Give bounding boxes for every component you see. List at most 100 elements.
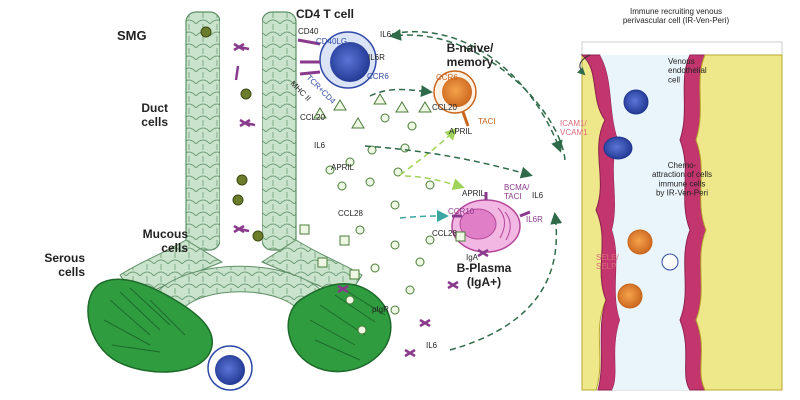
text-line: VCAM1 xyxy=(560,128,588,137)
text-line: attraction of cells xyxy=(652,170,712,179)
virus-icons xyxy=(200,26,264,242)
serous-acinus-right-lines xyxy=(309,289,386,361)
label-il6-bottom: IL6 xyxy=(426,341,438,350)
label-ccr10: CCR10 xyxy=(448,207,475,216)
t-cell-nucleus xyxy=(330,42,370,82)
arrow-il6-to-plasma xyxy=(364,145,533,179)
label-taci: TACI xyxy=(478,117,496,126)
text-line: ICAM1/ xyxy=(560,119,587,128)
b-naive-receptor xyxy=(461,111,470,127)
ccl28-squares xyxy=(299,224,466,280)
text-line: Immune recruiting venous xyxy=(630,7,722,16)
chemokine-molecules xyxy=(325,113,435,335)
label-cd40: CD40 xyxy=(298,27,319,36)
label-b-naive-title: B-naive/memory xyxy=(447,41,494,69)
label-ccl20-b: CCL20 xyxy=(432,103,457,112)
plasma-er xyxy=(497,207,511,241)
label-il6r-p: IL6R xyxy=(526,215,543,224)
b-naive-nucleus xyxy=(442,77,472,107)
text-line: Mucous xyxy=(143,227,189,241)
venous-vessel xyxy=(576,41,783,391)
b-naive-cell-icon xyxy=(617,283,643,309)
label-il6r-t: IL6R xyxy=(368,53,385,62)
plasma-nucleus xyxy=(459,208,497,240)
text-line: Serous xyxy=(44,251,85,265)
duct-wall-right xyxy=(261,11,297,251)
arrow-april-to-plasma xyxy=(404,175,465,190)
ccl20-triangles xyxy=(313,93,432,129)
label-april-mid: APRIL xyxy=(331,163,355,172)
arrow-april-to-bnaive xyxy=(399,127,458,176)
text-line: (IgA+) xyxy=(467,275,501,289)
label-cd40lg: CD40LG xyxy=(316,37,347,46)
label-pigr: pIgR xyxy=(372,305,389,314)
cd4-t-cell xyxy=(297,31,377,89)
label-icam-vcam: ICAM1/VCAM1 xyxy=(560,119,588,137)
text-line: Venous xyxy=(668,57,695,66)
label-ccr6-t: CCR6 xyxy=(367,72,389,81)
label-april-b: APRIL xyxy=(449,127,473,136)
text-line: immune cells xyxy=(659,179,706,188)
text-line: by IR-Ven-Peri xyxy=(656,189,708,198)
arrow-ccl28-to-plasma xyxy=(399,210,449,223)
label-il6-mid: IL6 xyxy=(314,141,326,150)
label-il6-top: IL6 xyxy=(380,30,392,39)
label-iga: IgA xyxy=(466,253,479,262)
arrow-ccl20-to-bnaive xyxy=(369,85,433,98)
b-naive-memory-cell xyxy=(433,70,477,127)
text-line: cells xyxy=(161,241,188,255)
serous-acinus-right xyxy=(287,283,392,373)
text-line: TACI xyxy=(504,192,522,201)
label-ccr6-b: CCR6 xyxy=(436,73,458,82)
antibody-icons xyxy=(233,42,489,358)
text-line: memory xyxy=(447,55,494,69)
plasma-receptor-right xyxy=(519,210,531,218)
b-naive-cell-icon xyxy=(627,229,653,255)
text-line: endothelial xyxy=(668,66,707,75)
text-line: Chemo- xyxy=(668,161,697,170)
text-line: Duct xyxy=(141,101,168,115)
label-ccl20-left: CCL20 xyxy=(300,113,325,122)
text-line: SELP xyxy=(596,262,616,271)
label-bcma-taci: BCMA/TACI xyxy=(504,183,530,201)
text-line: B-naive/ xyxy=(447,41,494,55)
serous-acinus-left-lines xyxy=(103,287,186,353)
text-line: perivascular cell (IR-Ven-Peri) xyxy=(623,16,730,25)
t-cell-icon xyxy=(661,253,679,271)
label-smg: SMG xyxy=(117,28,147,43)
text-line: cells xyxy=(58,265,85,279)
label-april-p: APRIL xyxy=(462,189,486,198)
text-line: SELE/ xyxy=(596,253,619,262)
arrow-vessel-to-tcell xyxy=(389,28,566,161)
pericyte-right xyxy=(695,54,783,391)
label-ccl28-p: CCL28 xyxy=(432,229,457,238)
arrows xyxy=(364,28,566,351)
receptor-bars xyxy=(297,38,321,76)
t-cell-icon xyxy=(623,89,649,115)
t-cell-icon xyxy=(603,136,633,160)
text-line: cell xyxy=(668,75,680,84)
ir-ven-peri-pointer xyxy=(576,54,591,76)
text-line: cells xyxy=(141,115,168,129)
label-b-plasma-title: B-Plasma(IgA+) xyxy=(457,261,512,289)
text-line: BCMA/ xyxy=(504,183,530,192)
serous-acinus-left xyxy=(87,278,213,373)
label-ccl28-mid: CCL28 xyxy=(338,209,363,218)
duct-wall-left xyxy=(185,11,221,251)
arrow-gland-to-plasma-il6 xyxy=(449,212,563,351)
b-plasma-cell xyxy=(451,192,531,253)
duct-lumen xyxy=(220,12,262,252)
t-cell-icon xyxy=(207,345,253,391)
text-line: B-Plasma xyxy=(457,261,512,275)
label-il6-p: IL6 xyxy=(532,191,544,200)
label-sele-selp: SELE/SELP xyxy=(596,253,619,271)
arrow-gland-to-tcell xyxy=(391,30,563,153)
